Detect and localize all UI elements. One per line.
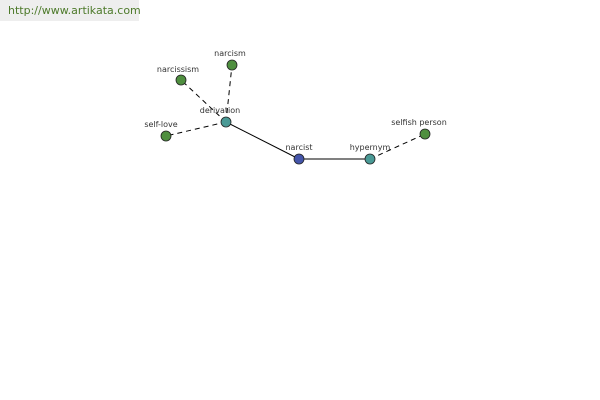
node-circle-selfish-person[interactable]	[419, 128, 431, 140]
edge-narcist-derivation	[225, 121, 300, 160]
node-label-narcism: narcism	[214, 49, 246, 58]
node-hypernym[interactable]: hypernym	[350, 143, 391, 165]
node-narcist[interactable]: narcist	[285, 143, 313, 165]
node-circle-narcissism[interactable]	[175, 74, 187, 86]
node-circle-narcist[interactable]	[293, 153, 305, 165]
node-self-love[interactable]: self-love	[144, 120, 178, 142]
node-layer: narcist hypernym derivation selfish person n…	[144, 49, 447, 165]
site-url-link[interactable]: http://www.artikata.com	[8, 4, 141, 17]
node-label-hypernym: hypernym	[350, 143, 391, 152]
node-derivation[interactable]: derivation	[200, 106, 240, 128]
node-circle-hypernym[interactable]	[364, 153, 376, 165]
edge-derivation-narcissism	[180, 79, 227, 123]
url-banner: http://www.artikata.com	[0, 0, 141, 21]
node-label-narcissism: narcissism	[157, 65, 199, 74]
node-circle-self-love[interactable]	[160, 130, 172, 142]
node-narcism[interactable]: narcism	[214, 49, 246, 71]
node-label-self-love: self-love	[144, 120, 177, 129]
node-narcissism[interactable]: narcissism	[157, 65, 199, 86]
node-label-selfish-person: selfish person	[391, 118, 447, 127]
node-circle-narcism[interactable]	[226, 59, 238, 71]
edge-layer	[165, 64, 426, 160]
edge-hypernym-selfish-person	[369, 133, 426, 160]
node-circle-derivation[interactable]	[220, 116, 232, 128]
edge-derivation-narcism	[225, 64, 233, 123]
node-label-narcist: narcist	[285, 143, 312, 152]
edge-derivation-self-love	[165, 121, 227, 137]
node-selfish-person[interactable]: selfish person	[391, 118, 447, 140]
node-label-derivation: derivation	[200, 106, 240, 115]
